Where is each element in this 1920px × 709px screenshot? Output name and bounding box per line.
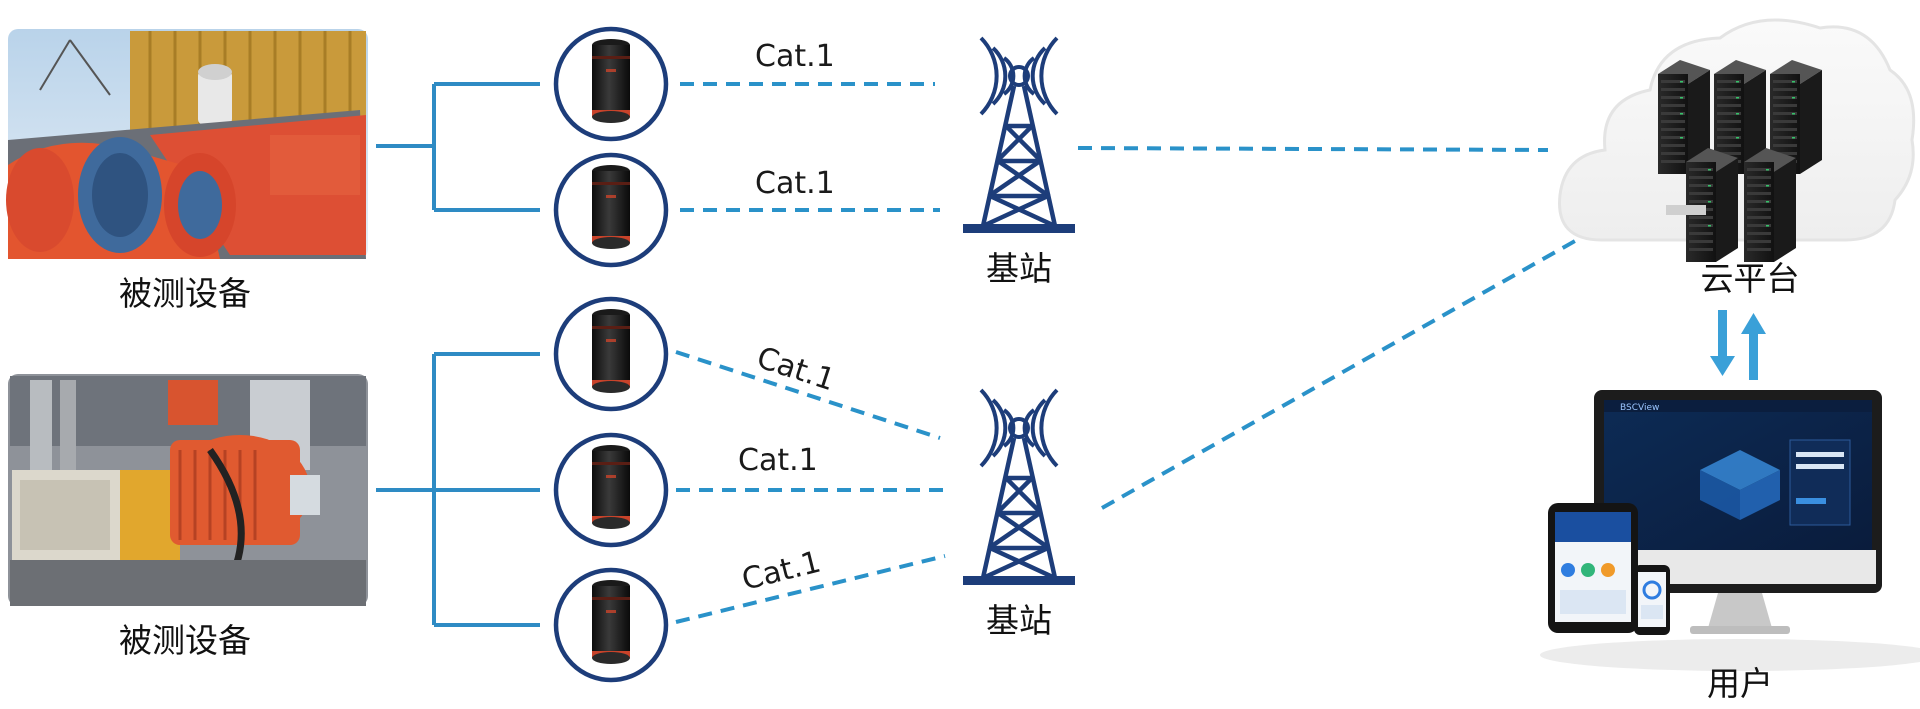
bracket-top — [376, 82, 540, 212]
monitor-brand-text: BSCView — [1620, 403, 1659, 413]
sensor-node-1 — [556, 29, 666, 139]
uplink-line-bottom — [1101, 226, 1599, 510]
user-label: 用户 — [1707, 664, 1773, 703]
tablet-device — [1548, 503, 1638, 633]
device-label-top: 被测设备 — [119, 274, 251, 313]
link-label-4: Cat.1 — [738, 443, 818, 478]
base-station-tower-bottom — [963, 390, 1075, 585]
link-label-2: Cat.1 — [755, 166, 835, 201]
sync-arrows-icon — [1710, 310, 1766, 380]
link-line-5 — [675, 554, 946, 624]
base-station-label-top: 基站 — [986, 249, 1052, 288]
base-station-label-bottom: 基站 — [986, 601, 1052, 640]
uplink-line-top — [1077, 146, 1549, 152]
device-photo-top — [6, 29, 368, 259]
bracket-bottom — [376, 352, 540, 627]
sensor-node-3 — [556, 299, 666, 409]
device-label-bottom: 被测设备 — [119, 621, 251, 660]
monitor-device: BSCView — [1540, 390, 1920, 671]
phone-device — [1634, 565, 1670, 635]
link-label-1: Cat.1 — [755, 39, 835, 74]
sensor-node-2 — [556, 155, 666, 265]
sensor-node-5 — [556, 570, 666, 680]
link-line-3 — [675, 350, 941, 440]
server-racks-icon — [1658, 60, 1822, 262]
base-station-tower-top — [963, 38, 1075, 233]
cloud-platform-label: 云平台 — [1701, 259, 1800, 298]
device-photo-bottom — [8, 374, 368, 606]
sensor-node-4 — [556, 435, 666, 545]
